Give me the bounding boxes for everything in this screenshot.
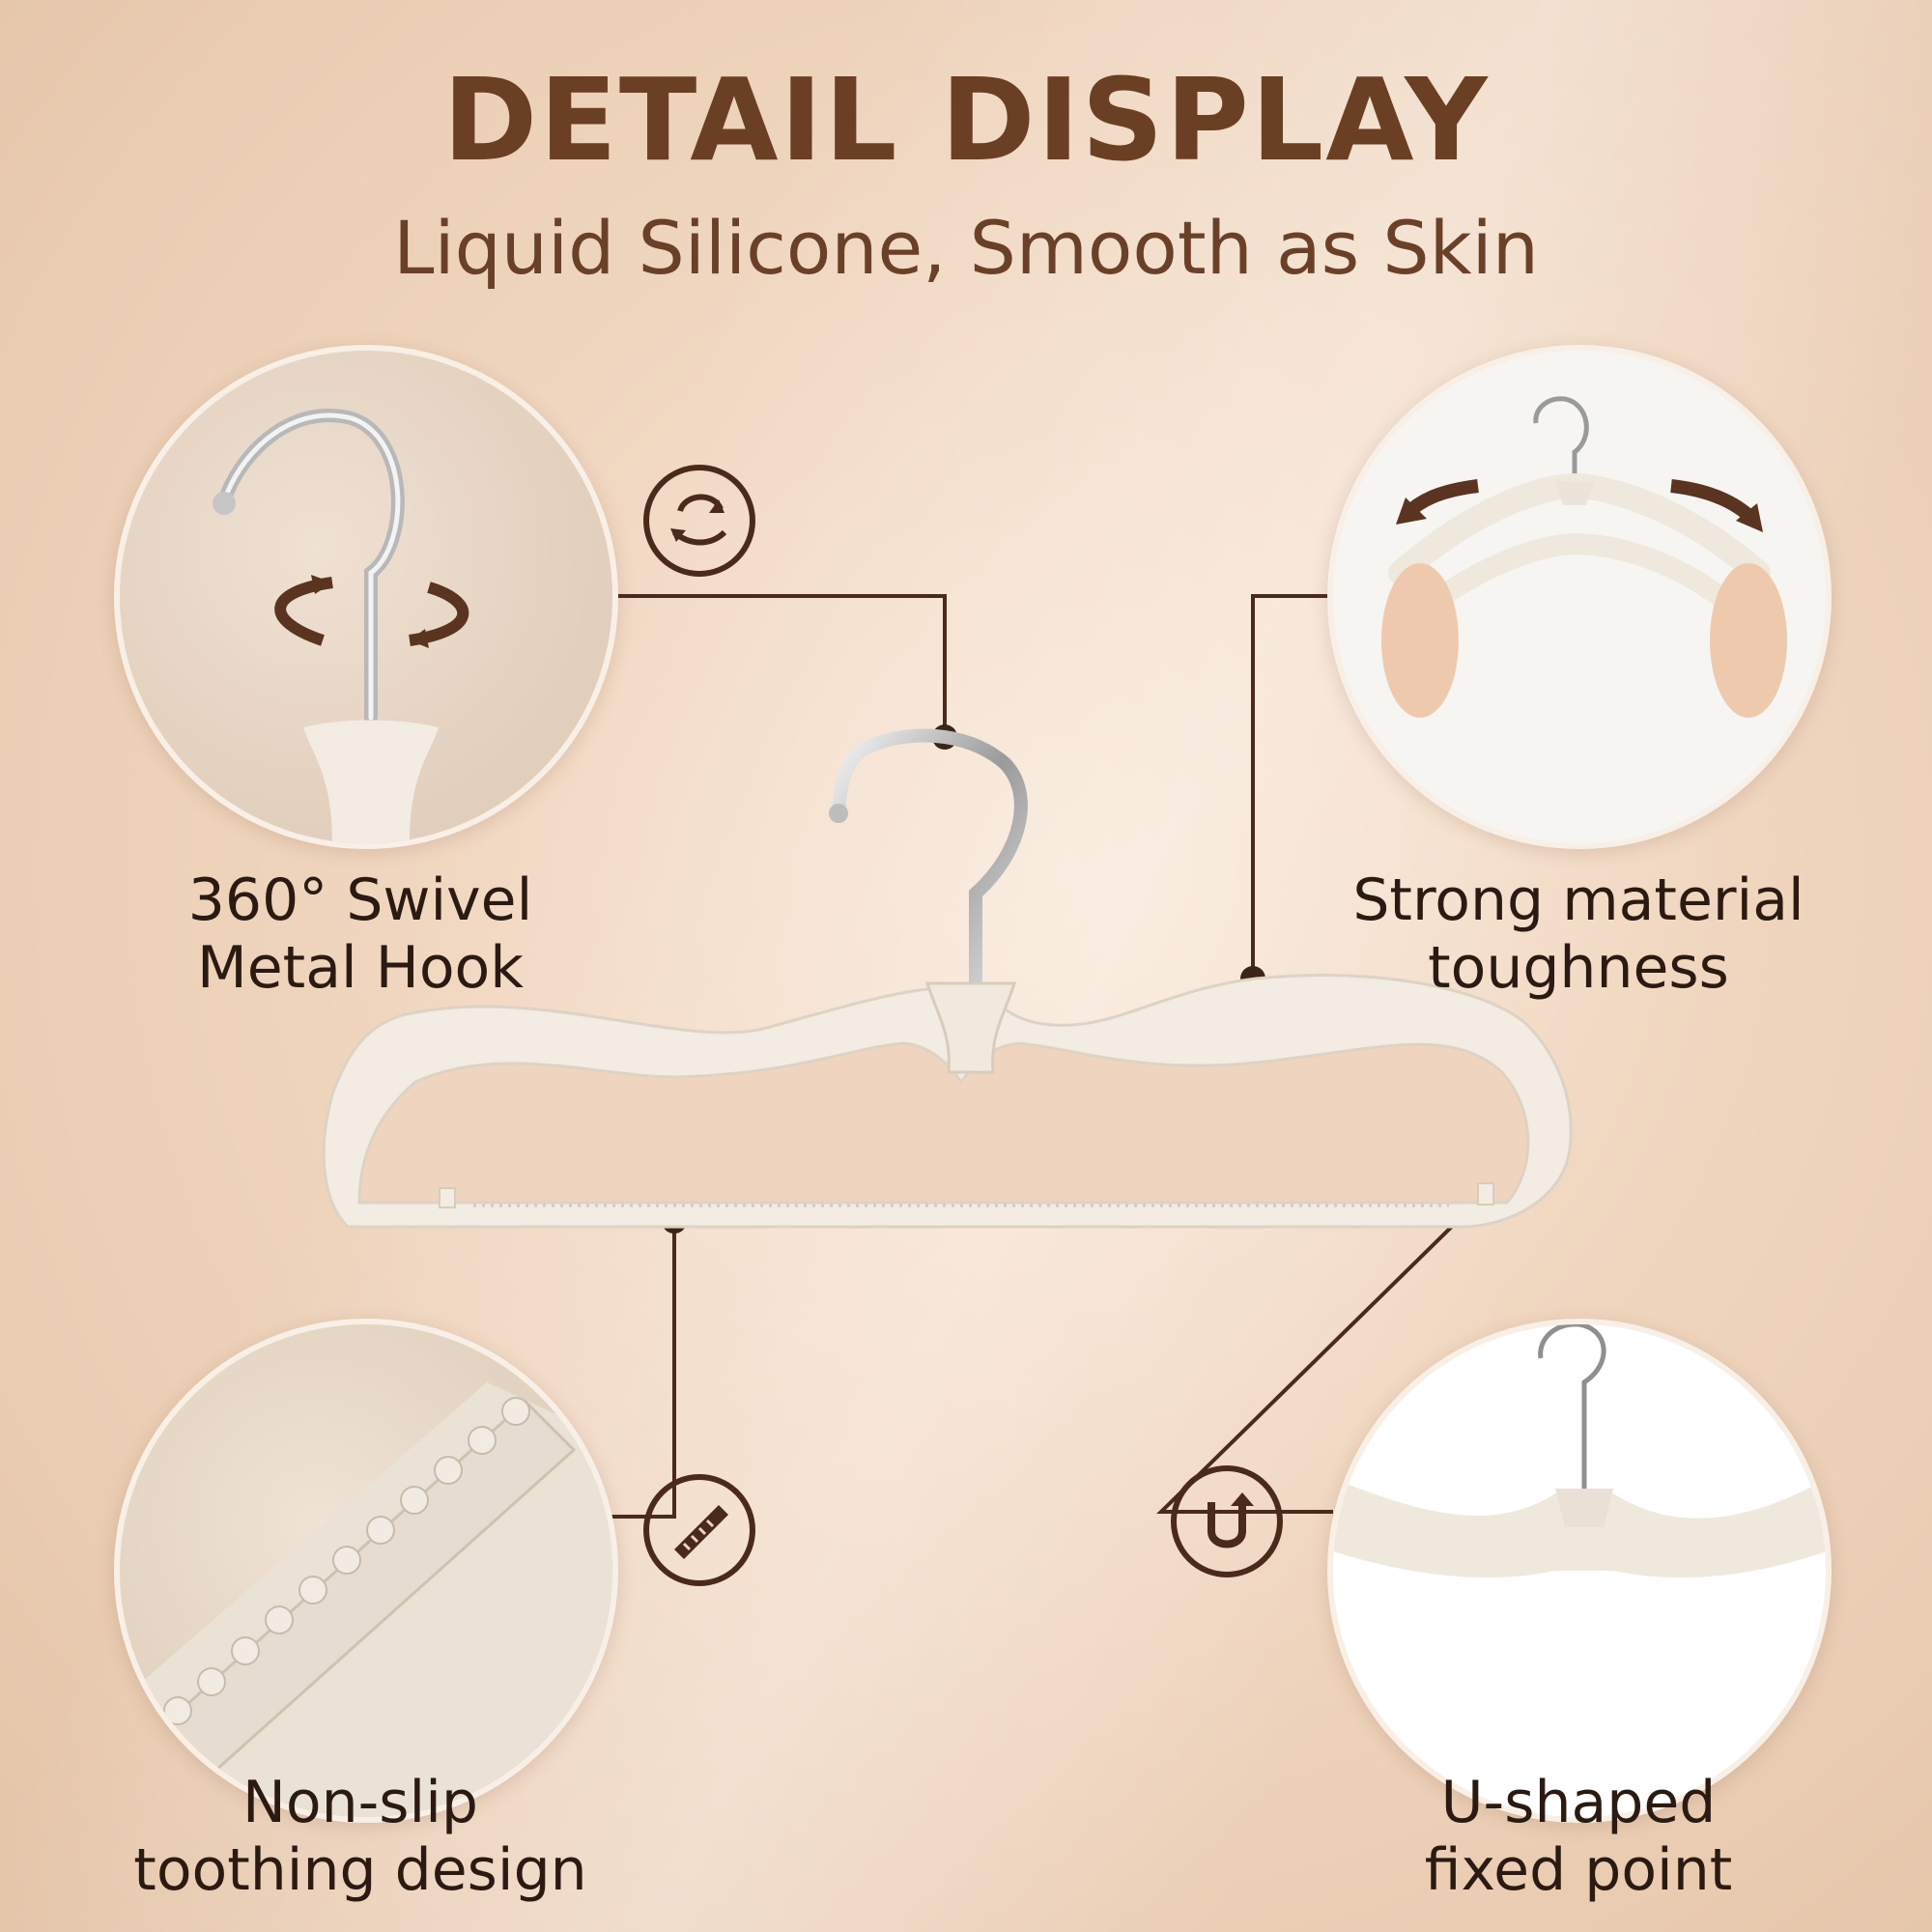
feature-line-2: Metal Hook (197, 934, 524, 1002)
page-title: DETAIL DISPLAY (442, 53, 1490, 186)
feature-line-2: toothing design (133, 1836, 587, 1904)
toothing-closeup-photo (120, 1382, 612, 1817)
rotate-icon (670, 494, 727, 546)
u-shape-badge (1171, 1465, 1283, 1577)
feature-label-swivel-hook: 360° Swivel Metal Hook (90, 867, 631, 1002)
u-shape-icon (1208, 1492, 1254, 1548)
toothing-detail-image (114, 1319, 618, 1823)
page-subtitle: Liquid Silicone, Smooth as Skin (393, 205, 1539, 291)
feature-label-toughness: Strong material toughness (1308, 867, 1849, 1002)
feature-line-1: Non-slip (242, 1769, 478, 1836)
bent-hanger-photo (1381, 396, 1787, 718)
feature-line-2: fixed point (1424, 1836, 1733, 1904)
toothing-icon (674, 1505, 728, 1559)
toothing-badge (643, 1474, 755, 1586)
feature-line-1: Strong material (1352, 867, 1804, 934)
feature-label-u-shaped: U-shaped fixed point (1308, 1769, 1849, 1904)
feature-line-1: 360° Swivel (187, 867, 533, 934)
u-shape-detail-image (1327, 1319, 1832, 1823)
toughness-detail-image (1327, 345, 1832, 849)
swivel-hook-photo (213, 409, 469, 843)
feature-label-toothing: Non-slip toothing design (90, 1769, 631, 1904)
hanger-top-photo (1333, 1324, 1826, 1578)
feature-line-2: toughness (1428, 934, 1729, 1002)
rotate-badge (643, 465, 755, 577)
swivel-hook-detail-image (114, 345, 618, 849)
feature-line-1: U-shaped (1440, 1769, 1717, 1836)
